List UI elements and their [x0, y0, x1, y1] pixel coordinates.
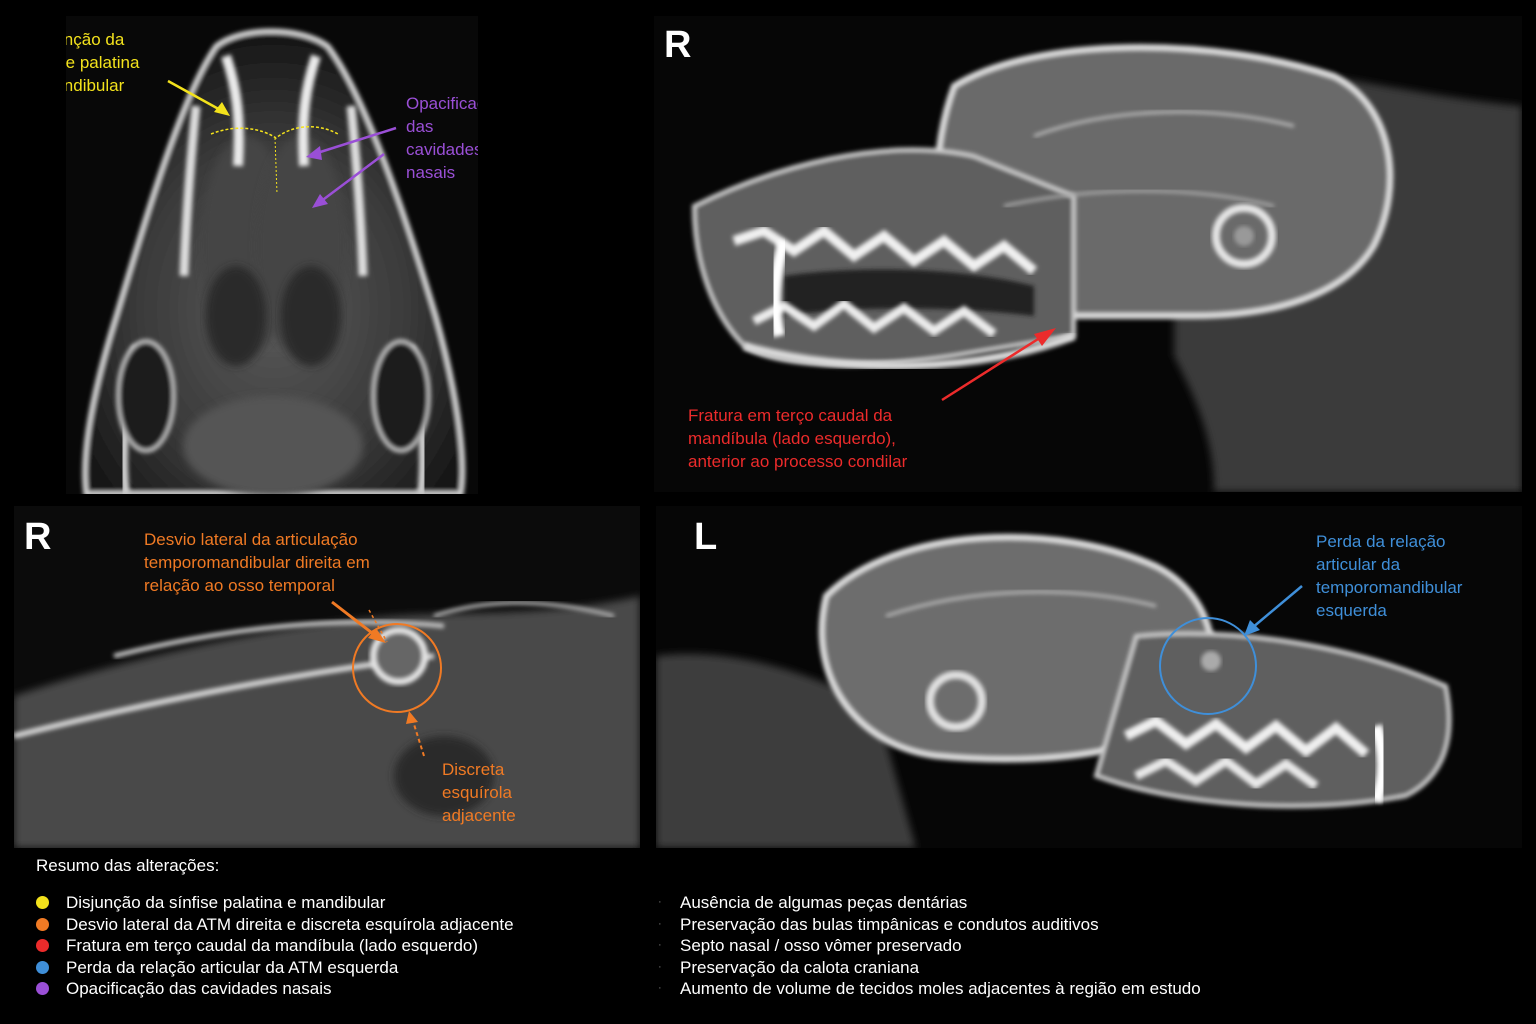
legend-item: Desvio lateral da ATM direita e discreta…: [36, 914, 514, 936]
orange-dot-icon: [36, 917, 49, 931]
legend-item: · Septo nasal / osso vômer preservado: [656, 935, 1201, 957]
right-tmj-circle: [352, 623, 442, 713]
legend-item: Disjunção da sínfise palatina e mandibul…: [36, 892, 514, 914]
yellow-arrow: [167, 79, 225, 114]
radiograph-ventrodorsal: Disjunção da sínfise palatina e mandibul…: [66, 16, 478, 494]
bullet-icon: ·: [658, 939, 662, 951]
legend-item: Opacificação das cavidades nasais: [36, 978, 514, 1000]
summary-title: Resumo das alterações:: [36, 856, 220, 875]
red-dot-icon: [36, 939, 49, 952]
annotation-right-tmj-deviation: Desvio lateral da articulação temporoman…: [144, 530, 370, 595]
legend-item: · Preservação da calota craniana: [656, 957, 1201, 979]
bullet-icon: ·: [658, 982, 662, 994]
radiograph-lateral-right: R Fratura em terço caudal da mandíbula (…: [654, 16, 1522, 492]
annotation-mandible-fracture: Fratura em terço caudal da mandíbula (la…: [688, 406, 908, 471]
symphysis-disjunction-marker: [210, 126, 339, 139]
annotation-symphysis-disjunction: Disjunção da sínfise palatina e mandibul…: [66, 30, 140, 95]
orientation-marker-r: R: [24, 516, 53, 558]
legend-label: Fratura em terço caudal da mandíbula (la…: [66, 936, 479, 955]
radiograph-lateral-left: L Perda da relação articular da temporom…: [656, 506, 1522, 848]
blue-arrow: [1251, 585, 1303, 629]
purple-arrow-1: [313, 126, 397, 156]
legend-label: Preservação das bulas timpânicas e condu…: [680, 914, 1099, 934]
legend-label: Septo nasal / osso vômer preservado: [680, 936, 962, 955]
bullet-icon: ·: [658, 896, 662, 908]
orange-arrow: [331, 600, 377, 638]
legend-item: · Ausência de algumas peças dentárias: [656, 892, 1201, 914]
purple-dot-icon: [36, 982, 49, 995]
legend-item: Fratura em terço caudal da mandíbula (la…: [36, 935, 514, 957]
legend-label: Aumento de volume de tecidos moles adjac…: [680, 979, 1201, 998]
legend-label: Preservação da calota craniana: [680, 957, 920, 977]
legend-label: Perda da relação articular da ATM esquer…: [66, 957, 399, 977]
legend-item: · Preservação das bulas timpânicas e cond…: [656, 914, 1201, 936]
blue-dot-icon: [36, 960, 49, 974]
orientation-marker-r: R: [664, 24, 693, 66]
bullet-icon: ·: [658, 960, 662, 973]
radiograph-oblique-right-tmj: R Desvio lateral da articulação temporom…: [14, 506, 640, 848]
bullet-icon: ·: [658, 917, 662, 930]
red-arrow: [941, 332, 1047, 402]
yellow-dot-icon: [36, 896, 49, 909]
annotation-nasal-opacification: Opacificação das cavidades nasais: [406, 94, 478, 182]
legend-label: Disjunção da sínfise palatina e mandibul…: [66, 893, 386, 912]
legend-label: Opacificação das cavidades nasais: [66, 979, 332, 998]
annotation-adjacent-splinter: Discreta esquírola adjacente: [442, 760, 516, 825]
findings-legend-preserved: · Ausência de algumas peças dentárias · Pr…: [656, 892, 1201, 1000]
legend-label: Ausência de algumas peças dentárias: [680, 893, 968, 912]
oblique-right-tmj-image: [14, 506, 640, 848]
orientation-marker-l: L: [694, 516, 719, 558]
findings-legend-colored: Disjunção da sínfise palatina e mandibul…: [36, 892, 514, 1000]
lateral-right-skull-image: [654, 16, 1522, 492]
legend-item: Perda da relação articular da ATM esquer…: [36, 957, 514, 979]
legend-item: · Aumento de volume de tecidos moles adja…: [656, 978, 1201, 1000]
annotation-left-tmj-loss: Perda da relação articular da temporoman…: [1316, 532, 1463, 620]
purple-arrow-2: [319, 153, 385, 203]
lateral-left-skull-image: [656, 506, 1522, 848]
legend-label: Desvio lateral da ATM direita e discreta…: [66, 914, 514, 934]
ventrodorsal-skull-image: [66, 16, 478, 494]
left-tmj-circle: [1159, 617, 1257, 715]
